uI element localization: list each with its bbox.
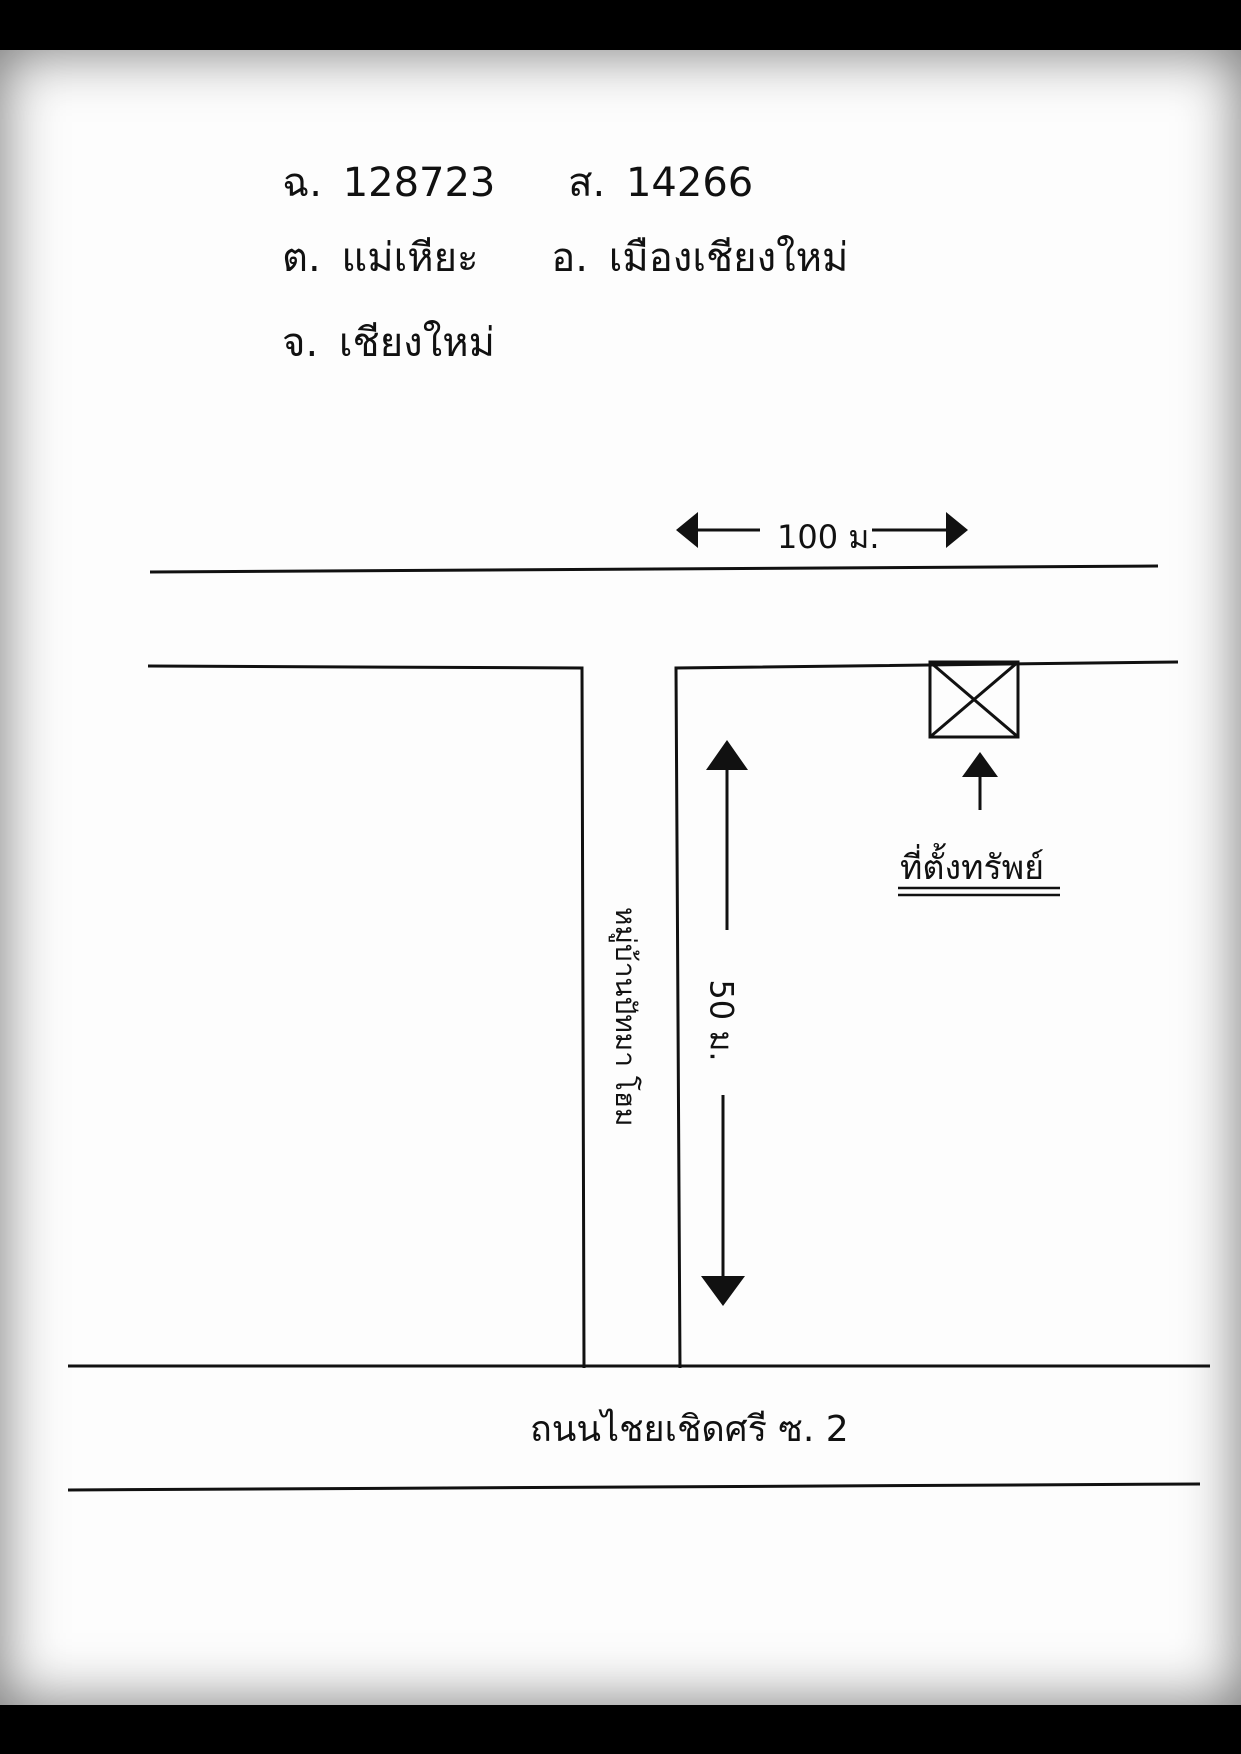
- deed-label: ฉ.: [282, 160, 322, 206]
- deed-number: 128723: [342, 160, 496, 206]
- survey-label: ส.: [568, 160, 606, 206]
- distance-side-label: 50 ม.: [702, 979, 741, 1062]
- distance-side-upper-arrowhead: [706, 740, 748, 770]
- paper-sheet: ฉ. 128723 ส. 14266 ต. แม่เหียะ อ. เมืองเ…: [0, 50, 1241, 1705]
- deed-info-line: ฉ. 128723 ส. 14266: [282, 150, 753, 214]
- district-name: เมืองเชียงใหม่: [608, 235, 849, 281]
- property-pointer-arrowhead: [962, 752, 998, 777]
- distance-side-lower-arrowhead: [701, 1276, 745, 1306]
- left-block-outline: [147, 664, 586, 1369]
- location-label: ที่ตั้งทรัพย์: [900, 848, 1045, 888]
- survey-number: 14266: [625, 160, 754, 206]
- province-info-line: จ. เชียงใหม่: [282, 310, 495, 374]
- distance-top-label: 100 ม.: [777, 518, 880, 556]
- main-road-name: ถนนไชยเชิดศรี ซ. 2: [530, 1409, 849, 1450]
- location-info-line: ต. แม่เหียะ อ. เมืองเชียงใหม่: [282, 225, 848, 289]
- distance-top-right-arrowhead: [946, 512, 968, 548]
- distance-top-left-arrowhead: [676, 512, 698, 548]
- top-road-upper-line: [149, 564, 1159, 574]
- map-drawing: [67, 512, 1210, 1492]
- province-label: จ.: [282, 320, 319, 366]
- main-road-lower-line: [67, 1482, 1201, 1492]
- province-name: เชียงใหม่: [338, 320, 495, 366]
- subdistrict-label: ต.: [282, 235, 321, 281]
- subdistrict-name: แม่เหียะ: [341, 235, 479, 281]
- right-block-outline: [674, 660, 1179, 1369]
- property-marker-box: [928, 660, 1020, 739]
- lane-name: หมู่บ้านปัทมา โฮม: [609, 907, 642, 1127]
- property-marker-cross-b: [929, 660, 1019, 739]
- district-label: อ.: [551, 235, 588, 281]
